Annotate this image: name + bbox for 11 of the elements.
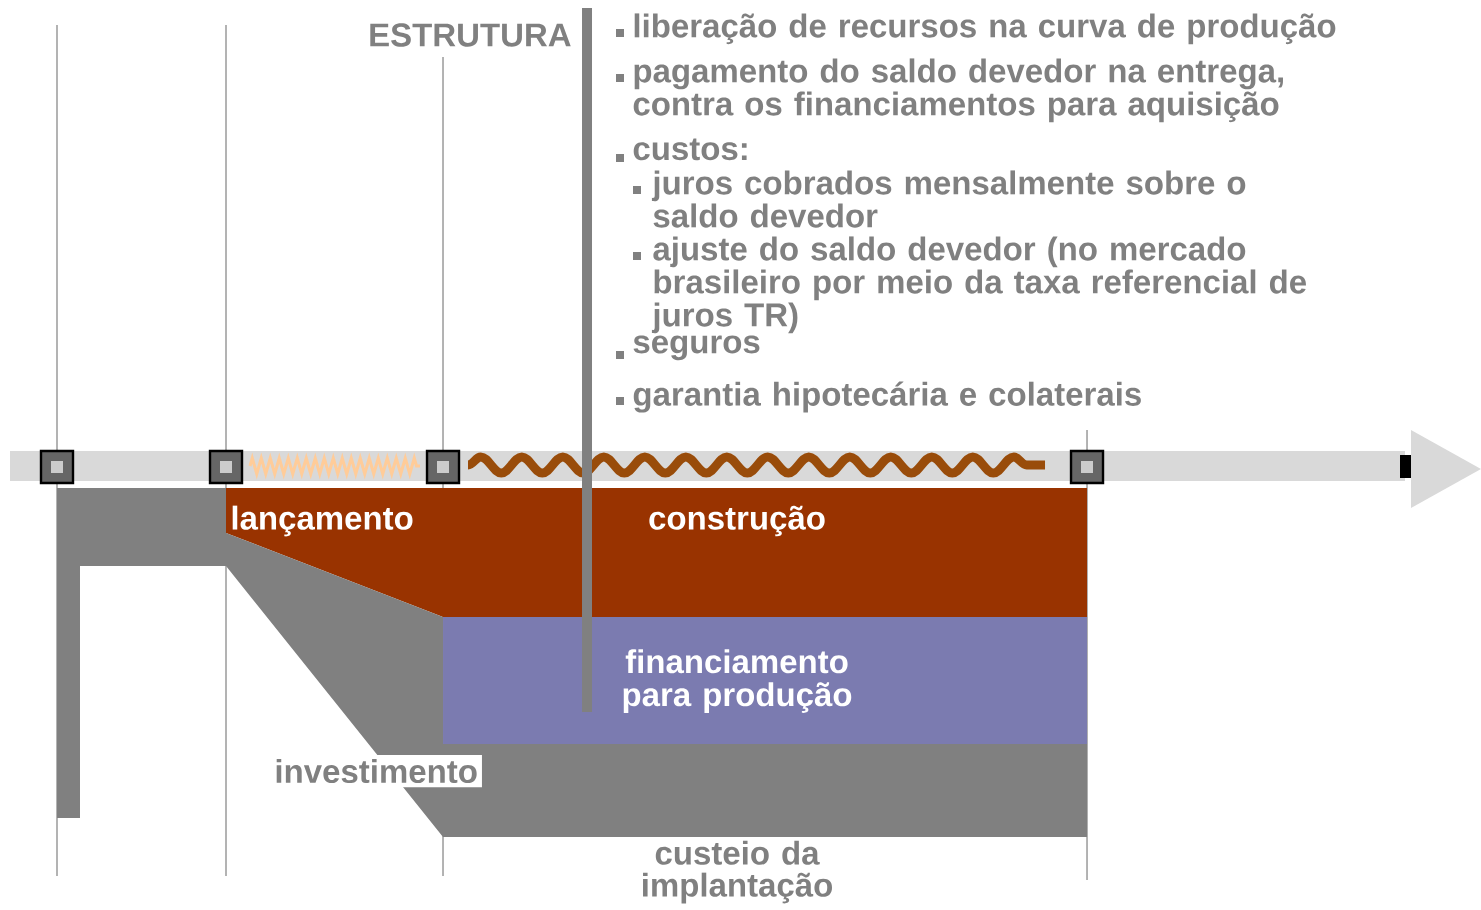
caption-text: custeio da implantação (643, 840, 832, 904)
phase-band: lançamento construção (226, 488, 1087, 617)
bullet-item: seguros (616, 335, 760, 361)
bullet-item: ajuste do saldo devedor (no mercado brasileiro por meio da taxa referencial de juros TR) (633, 236, 1306, 334)
bullet-item: pagamento do saldo devedor na entrega, contra os financiamentos para aquisição (616, 58, 1283, 123)
bullet-item: custos: (616, 138, 747, 162)
financing-box: financiamento para produção (443, 617, 1087, 744)
leader-line (582, 8, 592, 712)
bullet-item: garantia hipotecária e colaterais (616, 381, 1141, 413)
bullet-item: liberação de recursos na curva de produção (616, 13, 1336, 45)
heading: ESTRUTURA (370, 23, 571, 47)
